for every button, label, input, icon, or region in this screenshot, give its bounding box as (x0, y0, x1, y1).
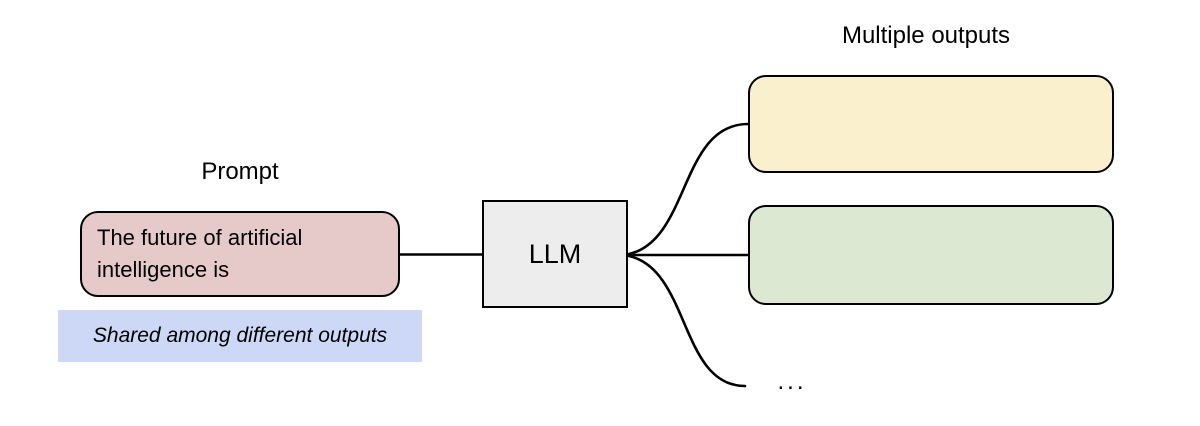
multiple-outputs-title: Multiple outputs (841, 22, 1011, 49)
prompt-box: The future of artificial intelligence is (80, 211, 400, 297)
connector-llm-to-output1 (627, 122, 750, 256)
prompt-title: Prompt (201, 158, 279, 185)
output-box-1 (748, 75, 1114, 173)
llm-box: LLM (482, 200, 628, 308)
output-box-2 (748, 205, 1114, 305)
shared-note: Shared among different outputs (58, 310, 422, 362)
connector-llm-to-ellipsis (627, 254, 747, 388)
more-outputs-ellipsis: ... (777, 368, 807, 395)
